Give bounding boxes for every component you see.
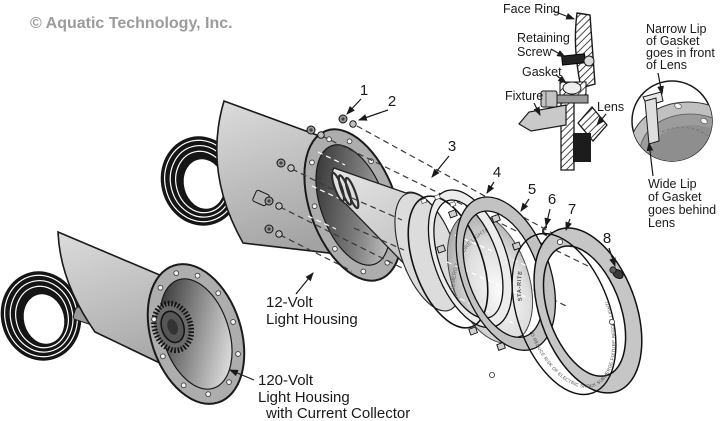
section-gasket-bulb — [562, 81, 582, 95]
lens-rim-annulus — [455, 196, 557, 351]
callout-1: 1 — [360, 82, 368, 99]
section-bolt-head — [540, 90, 558, 108]
detail-label-narrow-4: of Lens — [646, 58, 687, 72]
callout-arrows — [346, 98, 616, 268]
flange-holes-120v — [151, 270, 241, 397]
lamp-base-threads — [330, 171, 360, 210]
gasket-ring — [407, 189, 513, 329]
label-12v-line1: 12-Volt — [266, 294, 314, 311]
housing-120v-label: 120-Volt Light Housing with Current Coll… — [228, 369, 410, 421]
label-120v-line2: Light Housing — [258, 389, 350, 406]
gasket-notches — [420, 193, 457, 208]
detail-label-wide-2: of Gasket — [648, 190, 702, 204]
section-label-screw: Screw — [517, 45, 553, 59]
callout-5: 5 — [528, 181, 536, 198]
section-label-gasket: Gasket — [522, 65, 562, 79]
section-dark-block — [573, 133, 591, 162]
detail-label-wide-1: Wide Lip — [648, 177, 697, 191]
cross-section-view: Face Ring Retaining Screw Gasket Fixture… — [503, 2, 624, 171]
gasket-wide-lip — [644, 97, 660, 145]
detail-label-narrow-3: goes in front — [646, 46, 715, 60]
section-label-retaining: Retaining — [517, 31, 570, 45]
section-retaining-screw — [561, 53, 587, 66]
section-face-ring — [574, 12, 596, 89]
callout-4: 4 — [493, 164, 501, 181]
lamp-socket-120v — [151, 300, 195, 354]
housing-120v — [57, 230, 246, 405]
section-label-face-ring: Face Ring — [503, 2, 560, 16]
screw-washer-pair — [276, 158, 295, 172]
label-12v-line2: Light Housing — [266, 311, 358, 328]
detail-label-wide-4: Lens — [648, 216, 675, 230]
section-label-fixture: Fixture — [505, 89, 543, 103]
callout-2: 2 — [388, 93, 396, 110]
lens-rim — [436, 196, 557, 351]
callout-7: 7 — [568, 201, 576, 218]
detail-label-narrow-1: Narrow Lip — [646, 22, 706, 36]
callout-6: 6 — [548, 191, 556, 208]
section-screw-head — [583, 55, 595, 67]
callout-numbers: 1 2 3 4 5 6 7 8 — [346, 82, 616, 268]
screw-washer-pair — [264, 196, 283, 210]
detail-labels: Narrow Lip of Gasket goes in front of Le… — [646, 22, 716, 230]
callout-8: 8 — [603, 230, 611, 247]
screw-washer-pair — [338, 114, 357, 128]
detail-label-narrow-2: of Gasket — [646, 34, 700, 48]
pilot-screw — [541, 225, 548, 237]
housing-12v-label: 12-Volt Light Housing — [266, 272, 358, 328]
screw-washer-pair — [306, 125, 325, 139]
retaining-screw-part — [609, 266, 624, 280]
detail-label-wide-3: goes behind — [648, 203, 716, 217]
face-ring-holes — [488, 238, 616, 378]
section-labels: Face Ring Retaining Screw Gasket Fixture… — [503, 2, 624, 126]
section-fixture-arm — [518, 104, 567, 132]
mounting-screws-washers — [264, 114, 357, 238]
callout-3: 3 — [448, 138, 456, 155]
section-bolt-shaft — [556, 94, 589, 104]
section-label-lens: Lens — [597, 100, 624, 114]
screw-washer-pair — [264, 224, 283, 238]
copyright-text: © Aquatic Technology, Inc. — [30, 15, 233, 32]
label-120v-line1: 120-Volt — [258, 372, 314, 389]
dashed-overlays-flange — [307, 151, 346, 230]
label-120v-line3: with Current Collector — [265, 405, 410, 421]
gasket-detail-view: Narrow Lip of Gasket goes in front of Le… — [631, 22, 716, 230]
